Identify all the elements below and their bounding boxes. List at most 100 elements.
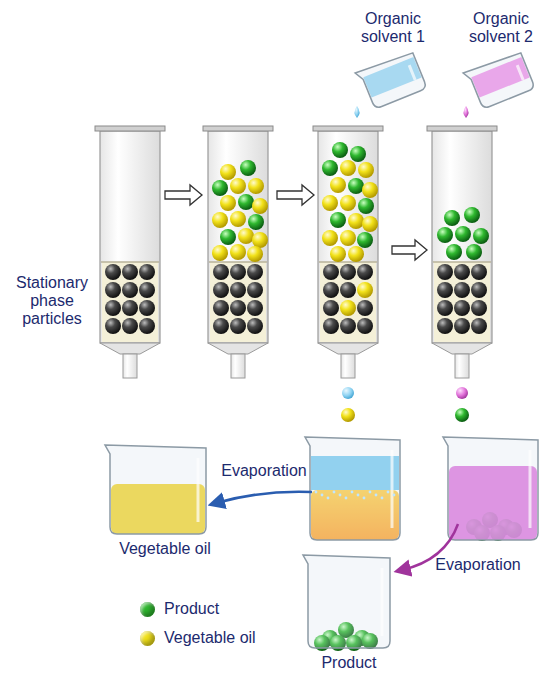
particle bbox=[247, 246, 263, 262]
bubble bbox=[381, 497, 384, 500]
spe-column bbox=[95, 126, 165, 378]
particle bbox=[230, 264, 246, 280]
beaker bbox=[355, 50, 427, 111]
beaker bbox=[303, 555, 390, 648]
drop bbox=[355, 106, 360, 118]
beaker bbox=[105, 445, 206, 534]
particle bbox=[454, 282, 470, 298]
particle bbox=[362, 182, 378, 198]
beaker-label: Vegetable oil bbox=[110, 540, 220, 558]
bubble bbox=[369, 491, 372, 494]
particle bbox=[358, 162, 374, 178]
particle bbox=[212, 180, 228, 196]
bubble bbox=[393, 494, 396, 497]
particle bbox=[252, 198, 268, 214]
particle bbox=[247, 282, 263, 298]
bubble bbox=[345, 497, 348, 500]
particle bbox=[322, 160, 338, 176]
legend-text: Vegetable oil bbox=[164, 629, 256, 647]
particle bbox=[230, 178, 246, 194]
particle bbox=[105, 300, 121, 316]
particle bbox=[213, 318, 229, 334]
particle bbox=[238, 194, 254, 210]
particle bbox=[105, 264, 121, 280]
particle bbox=[454, 264, 470, 280]
particle bbox=[455, 408, 469, 422]
particle bbox=[454, 300, 470, 316]
particle bbox=[322, 230, 338, 246]
particle bbox=[220, 164, 236, 180]
particle bbox=[358, 198, 374, 214]
solvent-label: Organic solvent 1 bbox=[352, 10, 434, 46]
particle bbox=[139, 318, 155, 334]
spe-column bbox=[427, 126, 497, 378]
particle bbox=[105, 318, 121, 334]
particle bbox=[230, 318, 246, 334]
particle bbox=[340, 282, 356, 298]
particle bbox=[212, 245, 228, 261]
spe-column bbox=[203, 126, 273, 378]
particle bbox=[330, 177, 346, 193]
legend-entry: Vegetable oil bbox=[140, 629, 256, 647]
particle bbox=[139, 282, 155, 298]
bubble bbox=[375, 494, 378, 497]
stationary-phase-label: Stationary phase particles bbox=[6, 274, 98, 328]
particle bbox=[212, 212, 228, 228]
particle bbox=[220, 229, 236, 245]
particle bbox=[139, 264, 155, 280]
legend-text: Product bbox=[164, 600, 219, 618]
evaporation-label: Evaporation bbox=[214, 462, 314, 480]
bubble bbox=[339, 494, 342, 497]
legend-swatch bbox=[140, 631, 155, 646]
particle bbox=[330, 246, 346, 262]
particle bbox=[247, 318, 263, 334]
particle bbox=[455, 226, 471, 242]
particle bbox=[247, 264, 263, 280]
particle bbox=[456, 387, 468, 399]
particle bbox=[340, 264, 356, 280]
particle bbox=[230, 300, 246, 316]
particle bbox=[357, 318, 373, 334]
particle bbox=[213, 264, 229, 280]
bubble bbox=[357, 494, 360, 497]
particle bbox=[322, 195, 338, 211]
particle bbox=[122, 282, 138, 298]
particle bbox=[220, 195, 236, 211]
bubble bbox=[333, 491, 336, 494]
particle bbox=[323, 264, 339, 280]
particle bbox=[230, 282, 246, 298]
particle bbox=[213, 282, 229, 298]
particle bbox=[437, 227, 453, 243]
particle bbox=[348, 213, 364, 229]
particle bbox=[348, 178, 364, 194]
particle bbox=[350, 146, 366, 162]
particle bbox=[357, 282, 373, 298]
particle bbox=[437, 264, 453, 280]
particle bbox=[240, 160, 256, 176]
particle bbox=[122, 318, 138, 334]
particle bbox=[230, 211, 246, 227]
beaker bbox=[305, 437, 400, 540]
particle bbox=[252, 232, 268, 248]
particle bbox=[340, 195, 356, 211]
particle bbox=[230, 244, 246, 260]
bubble bbox=[321, 494, 324, 497]
bubble bbox=[363, 497, 366, 500]
particle bbox=[473, 228, 489, 244]
particle bbox=[362, 216, 378, 232]
particle bbox=[323, 282, 339, 298]
particle bbox=[238, 228, 254, 244]
bubble bbox=[351, 491, 354, 494]
particle bbox=[471, 300, 487, 316]
legend-swatch bbox=[140, 602, 155, 617]
bubble bbox=[315, 491, 318, 494]
particle bbox=[323, 318, 339, 334]
particle bbox=[323, 300, 339, 316]
particle bbox=[247, 300, 263, 316]
solvent-label: Organic solvent 2 bbox=[460, 10, 542, 46]
particle bbox=[471, 282, 487, 298]
particle bbox=[357, 264, 373, 280]
particle bbox=[213, 300, 229, 316]
